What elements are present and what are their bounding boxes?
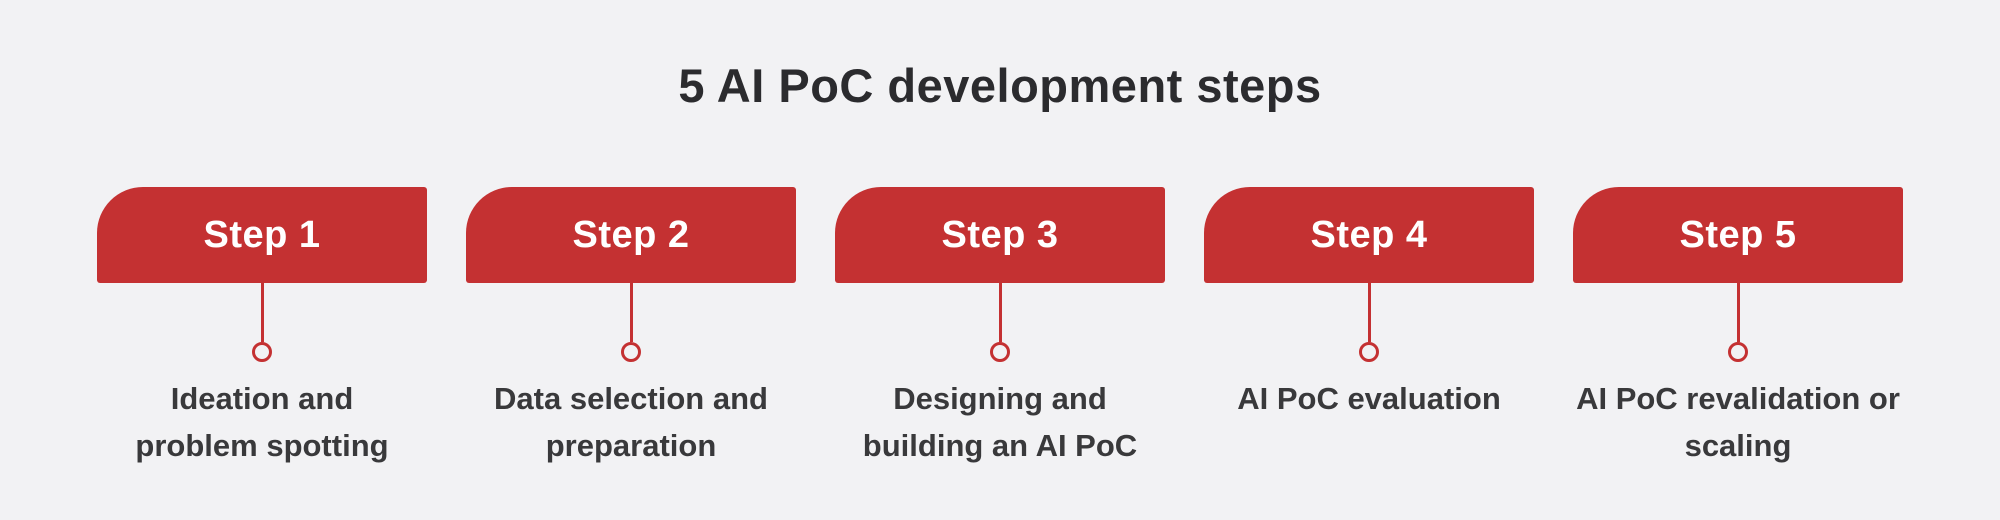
step-description: AI PoC revalidation or scaling — [1560, 375, 1916, 469]
connector-circle-icon — [1359, 342, 1379, 362]
connector-circle-icon — [621, 342, 641, 362]
connector-line — [629, 283, 633, 342]
step-card-5: Step 5 AI PoC revalidation or scaling — [1573, 187, 1903, 469]
step-label: Step 5 — [1679, 213, 1797, 256]
step-label: Step 4 — [1310, 213, 1428, 256]
step-header: Step 1 — [97, 187, 427, 283]
connector-circle-icon — [990, 342, 1010, 362]
step-card-3: Step 3 Designing and building an AI PoC — [835, 187, 1165, 469]
step-header: Step 4 — [1204, 187, 1534, 283]
connector-line — [998, 283, 1002, 342]
step-description-line: AI PoC revalidation or — [1576, 381, 1900, 416]
step-card-2: Step 2 Data selection and preparation — [466, 187, 796, 469]
connector-line — [260, 283, 264, 342]
step-label: Step 3 — [941, 213, 1059, 256]
step-description: AI PoC evaluation — [1191, 375, 1547, 422]
step-label: Step 2 — [572, 213, 690, 256]
connector-circle-icon — [252, 342, 272, 362]
step-card-4: Step 4 AI PoC evaluation — [1204, 187, 1534, 469]
step-description-line: preparation — [545, 428, 717, 463]
step-description: Designing and building an AI PoC — [822, 375, 1178, 469]
steps-row: Step 1 Ideation and problem spotting Ste… — [97, 187, 1903, 469]
step-header: Step 2 — [466, 187, 796, 283]
step-header: Step 5 — [1573, 187, 1903, 283]
step-description-line: Ideation and — [170, 381, 354, 416]
connector-line — [1736, 283, 1740, 342]
connector-line — [1367, 283, 1371, 342]
step-description-line: scaling — [1684, 428, 1792, 463]
step-description-line: building an AI PoC — [862, 428, 1138, 463]
step-description-line: AI PoC evaluation — [1237, 381, 1501, 416]
step-description-line: Designing and — [893, 381, 1107, 416]
page-title: 5 AI PoC development steps — [678, 59, 1322, 112]
step-card-1: Step 1 Ideation and problem spotting — [97, 187, 427, 469]
step-description: Data selection and preparation — [453, 375, 809, 469]
step-header: Step 3 — [835, 187, 1165, 283]
step-description-line: Data selection and — [494, 381, 768, 416]
step-description: Ideation and problem spotting — [84, 375, 440, 469]
step-label: Step 1 — [203, 213, 321, 256]
connector-circle-icon — [1728, 342, 1748, 362]
step-description-line: problem spotting — [135, 428, 389, 463]
